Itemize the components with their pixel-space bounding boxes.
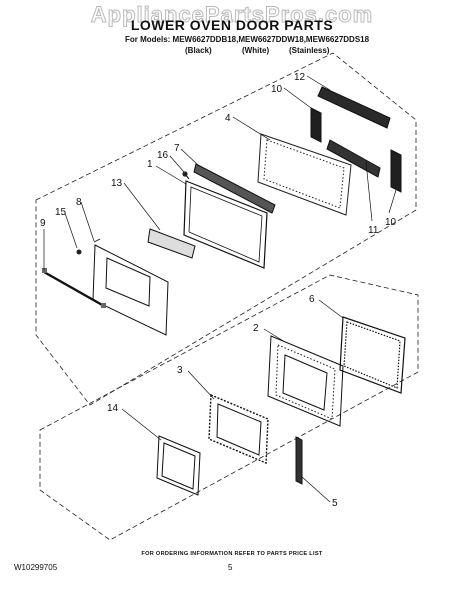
part-15-screw [76, 249, 82, 255]
document-number: W10299705 [14, 563, 58, 572]
part-7-hinge-strip [193, 163, 276, 214]
callout-4: 4 [225, 113, 231, 124]
part-16-screw [182, 171, 190, 180]
variant-white: (White) [242, 46, 270, 55]
callout-7: 7 [174, 143, 180, 154]
page-title: LOWER OVEN DOOR PARTS [130, 17, 334, 33]
callout-16: 16 [157, 150, 169, 161]
part-4-inner-frame [257, 133, 352, 216]
part-8-outer-door-panel [92, 238, 169, 336]
callout-5: 5 [332, 498, 338, 509]
upper-assembly-outline [35, 52, 417, 406]
part-14-outer-window [156, 435, 201, 496]
part-6-gasket [339, 316, 406, 394]
page-number: 5 [228, 563, 233, 572]
callout-12: 12 [294, 72, 306, 83]
callout-6: 6 [309, 294, 315, 305]
part-12-top-trim [317, 86, 391, 129]
callout-9: 9 [40, 218, 46, 229]
callout-15: 15 [55, 207, 67, 218]
callout-14: 14 [107, 403, 119, 414]
part-2-door-liner [267, 335, 344, 427]
model-list: For Models: MEW6627DDB18,MEW6627DDW18,ME… [125, 35, 370, 44]
callout-2: 2 [253, 323, 259, 334]
callout-10-upper: 10 [271, 84, 283, 95]
part-13-small-panel [147, 228, 196, 259]
variant-stainless: (Stainless) [289, 46, 330, 55]
part-11-trim-strip [326, 139, 381, 178]
leader-lines [43, 75, 397, 503]
part-1-glass-frame [183, 180, 268, 269]
watermark-logo: AppliancePartsPros.com [90, 2, 374, 28]
variant-black: (Black) [185, 46, 212, 55]
callout-11: 11 [368, 225, 379, 236]
part-10-upper-side-trim [310, 107, 322, 143]
part-3-window-pack [208, 393, 269, 465]
lower-assembly-outline [39, 274, 419, 541]
ordering-note: FOR ORDERING INFORMATION REFER TO PARTS … [141, 551, 323, 557]
part-5-hinge-bar [295, 436, 303, 485]
callout-13: 13 [111, 178, 123, 189]
callout-10-lower: 10 [385, 217, 397, 228]
callout-8: 8 [76, 197, 82, 208]
part-10-lower-side-trim [390, 149, 402, 193]
part-9-handle [42, 268, 106, 308]
callout-1: 1 [147, 159, 153, 170]
callout-3: 3 [177, 365, 183, 376]
